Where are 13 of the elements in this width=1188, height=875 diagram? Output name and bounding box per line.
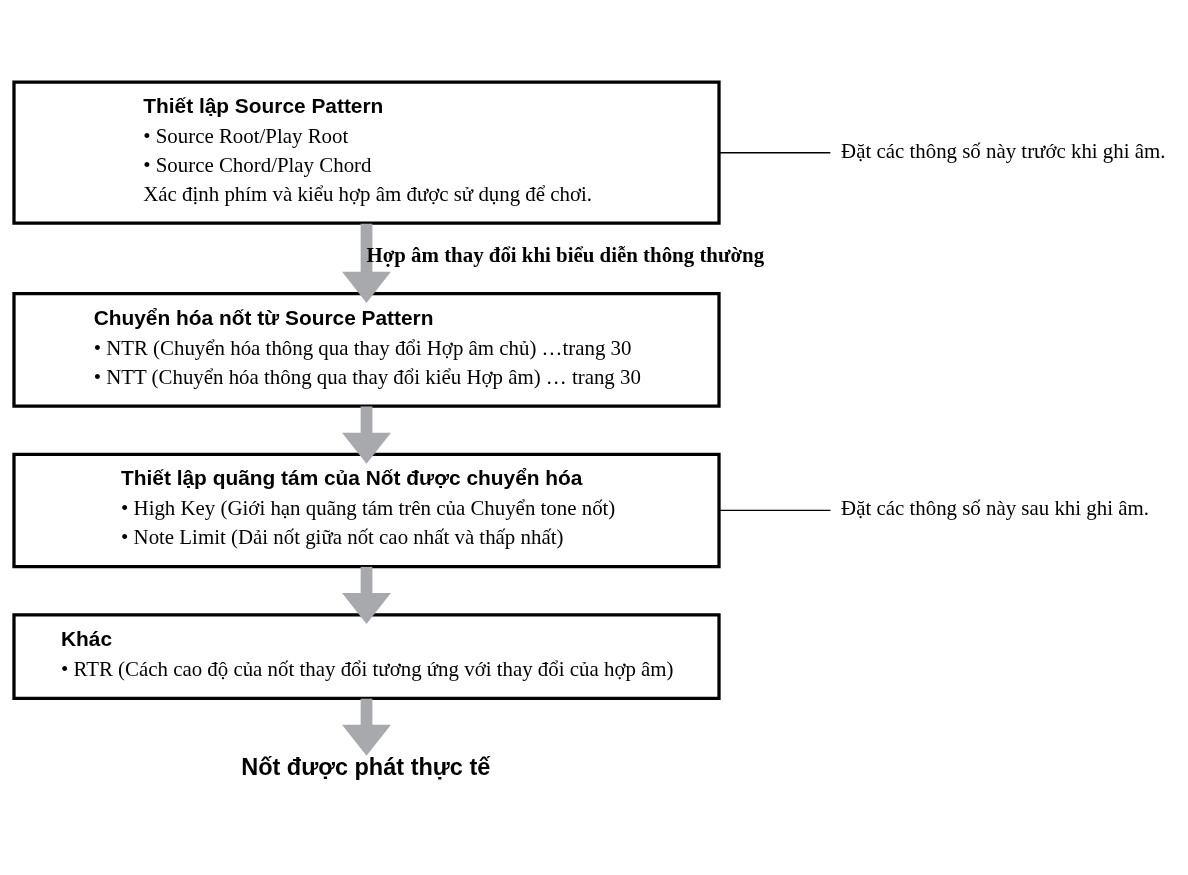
node-text: Nốt được phát thực tế bbox=[241, 753, 491, 780]
node-text: Đặt các thông số này trước khi ghi âm. bbox=[841, 138, 1166, 163]
edge-label: Hợp âm thay đổi khi biểu diễn thông thường bbox=[366, 242, 765, 267]
node-box: Thiết lập Source Pattern • Source Root/Play Root • Source Chord/Play Chord Xác định phím và kiểu hợp âm được sử dụng để chơi. bbox=[12, 80, 721, 225]
connector bbox=[718, 151, 831, 153]
arrow bbox=[342, 405, 391, 464]
arrow bbox=[342, 566, 391, 624]
arrow bbox=[342, 223, 391, 303]
node-box: Thiết lập quãng tám của Nốt được chuyển hóa • High Key (Giới hạn quãng tám trên của Chuyển tone nốt) • Note Limit (Dải nốt giữa nốt cao nhất và thấp nhất) bbox=[12, 452, 721, 568]
node-box: Khác • RTR (Cách cao độ của nốt thay đổi tương ứng với thay đổi của hợp âm) bbox=[12, 612, 721, 700]
node-box: Chuyển hóa nốt từ Source Pattern • NTR (Chuyển hóa thông qua thay đổi Hợp âm chủ) …trang 30 • NTT (Chuyển hóa thông qua thay đổi kiểu Hợp âm) … trang 30 bbox=[12, 291, 721, 408]
arrow bbox=[342, 698, 391, 756]
label: Đặt các thông số này sau khi ghi âm. bbox=[841, 495, 1149, 520]
